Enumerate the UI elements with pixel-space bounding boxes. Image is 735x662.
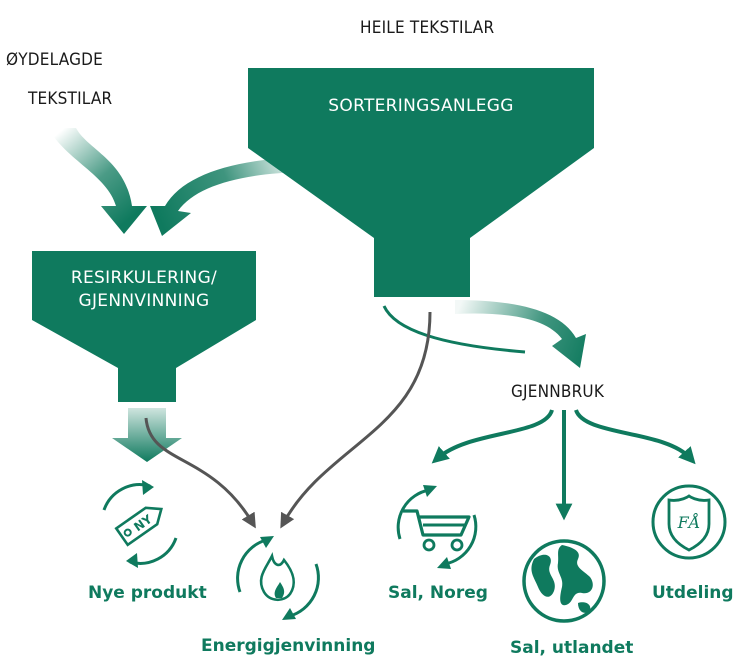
reuse-branches xyxy=(431,409,696,521)
sorting-funnel xyxy=(248,68,594,297)
recycling-to-energy-arrow xyxy=(144,417,256,529)
reuse-label: GJENNBRUK xyxy=(511,382,605,402)
sorting-to-energy-arrow xyxy=(280,311,432,529)
whole-textiles-label: HEILE TEKSTILAR xyxy=(360,18,495,38)
energy-recovery-label: Energigjenvinning xyxy=(201,636,376,656)
recycling-funnel xyxy=(32,251,256,402)
damaged-textiles-arrows xyxy=(48,128,305,236)
shield-icon: FÅ xyxy=(651,484,727,560)
sorting-to-reuse-arrow xyxy=(455,300,586,368)
damaged-textiles-label-line1: ØYDELAGDE xyxy=(6,50,103,70)
sorting-facility-label: SORTERINGSANLEGG xyxy=(328,96,514,116)
sorting-to-reuse-line xyxy=(382,305,526,354)
shopping-cart-icon xyxy=(396,485,478,569)
price-tag-icon: NY xyxy=(102,480,178,568)
distribution-label: Utdeling xyxy=(652,583,734,603)
new-products-label: Nye produkt xyxy=(88,583,207,603)
globe-icon xyxy=(522,539,606,623)
recycling-label-line2: GJENNVINNING xyxy=(78,291,210,311)
sale-abroad-label: Sal, utlandet xyxy=(510,638,634,658)
damaged-textiles-label-line2: TEKSTILAR xyxy=(28,89,113,109)
recycling-label-line1: RESIRKULERING/ xyxy=(70,268,218,288)
flame-icon xyxy=(236,536,320,620)
sale-norway-label: Sal, Noreg xyxy=(388,583,488,603)
distribution-glyph: FÅ xyxy=(677,512,701,532)
